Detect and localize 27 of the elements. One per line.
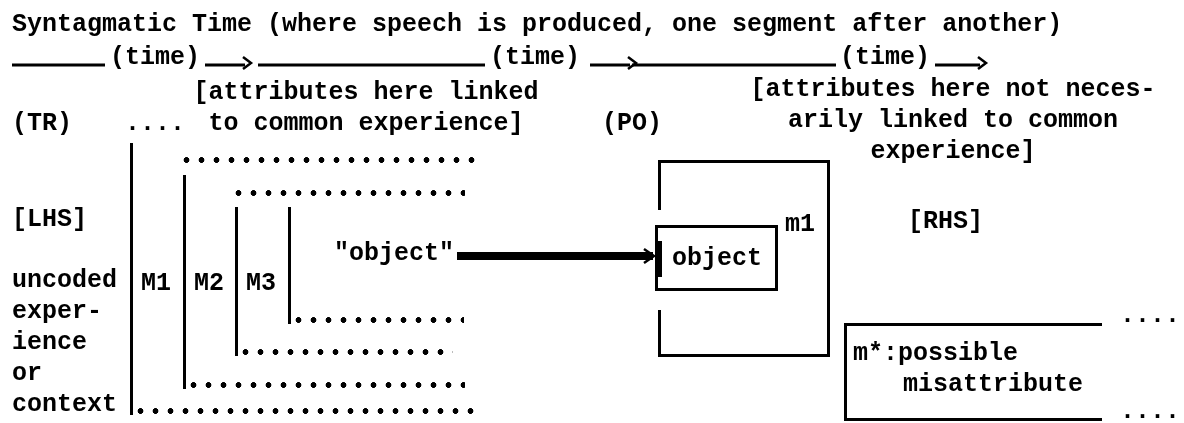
open-box bbox=[844, 323, 1102, 421]
side-label: [LHS] bbox=[12, 204, 87, 235]
bracket-frame bbox=[288, 207, 464, 324]
node-text: M3 bbox=[246, 268, 276, 299]
ellipsis-dots: .... bbox=[1120, 396, 1180, 423]
side-label: [RHS] bbox=[908, 206, 983, 237]
bracket-frame bbox=[130, 143, 475, 415]
node-text: object bbox=[672, 243, 762, 274]
time-label: (time) bbox=[840, 42, 930, 73]
node-text: "object" bbox=[334, 238, 455, 269]
outer-box bbox=[658, 160, 830, 357]
node-text: M1 bbox=[141, 268, 171, 299]
node-text: m1 bbox=[785, 209, 815, 240]
time-label: (time) bbox=[490, 42, 580, 73]
object-box bbox=[655, 225, 778, 291]
ellipsis-dots: .... bbox=[125, 108, 185, 139]
node-text: M2 bbox=[194, 268, 224, 299]
node-text: m*:possible misattribute bbox=[852, 338, 1085, 400]
annotation-text: [attributes here linked to common experience] bbox=[192, 77, 540, 139]
tr-label: (TR) bbox=[12, 108, 72, 139]
ellipsis-dots: .... bbox=[1120, 300, 1180, 331]
time-label: (time) bbox=[110, 42, 200, 73]
annotation-text: [attributes here not neces- arily linked to common experience] bbox=[749, 74, 1157, 167]
diagram-title: Syntagmatic Time (where speech is produced, one segment after another) bbox=[12, 9, 1063, 40]
po-label: (PO) bbox=[602, 108, 662, 139]
side-note: uncoded exper- ience or context bbox=[12, 265, 119, 420]
bracket-frame bbox=[183, 175, 465, 389]
